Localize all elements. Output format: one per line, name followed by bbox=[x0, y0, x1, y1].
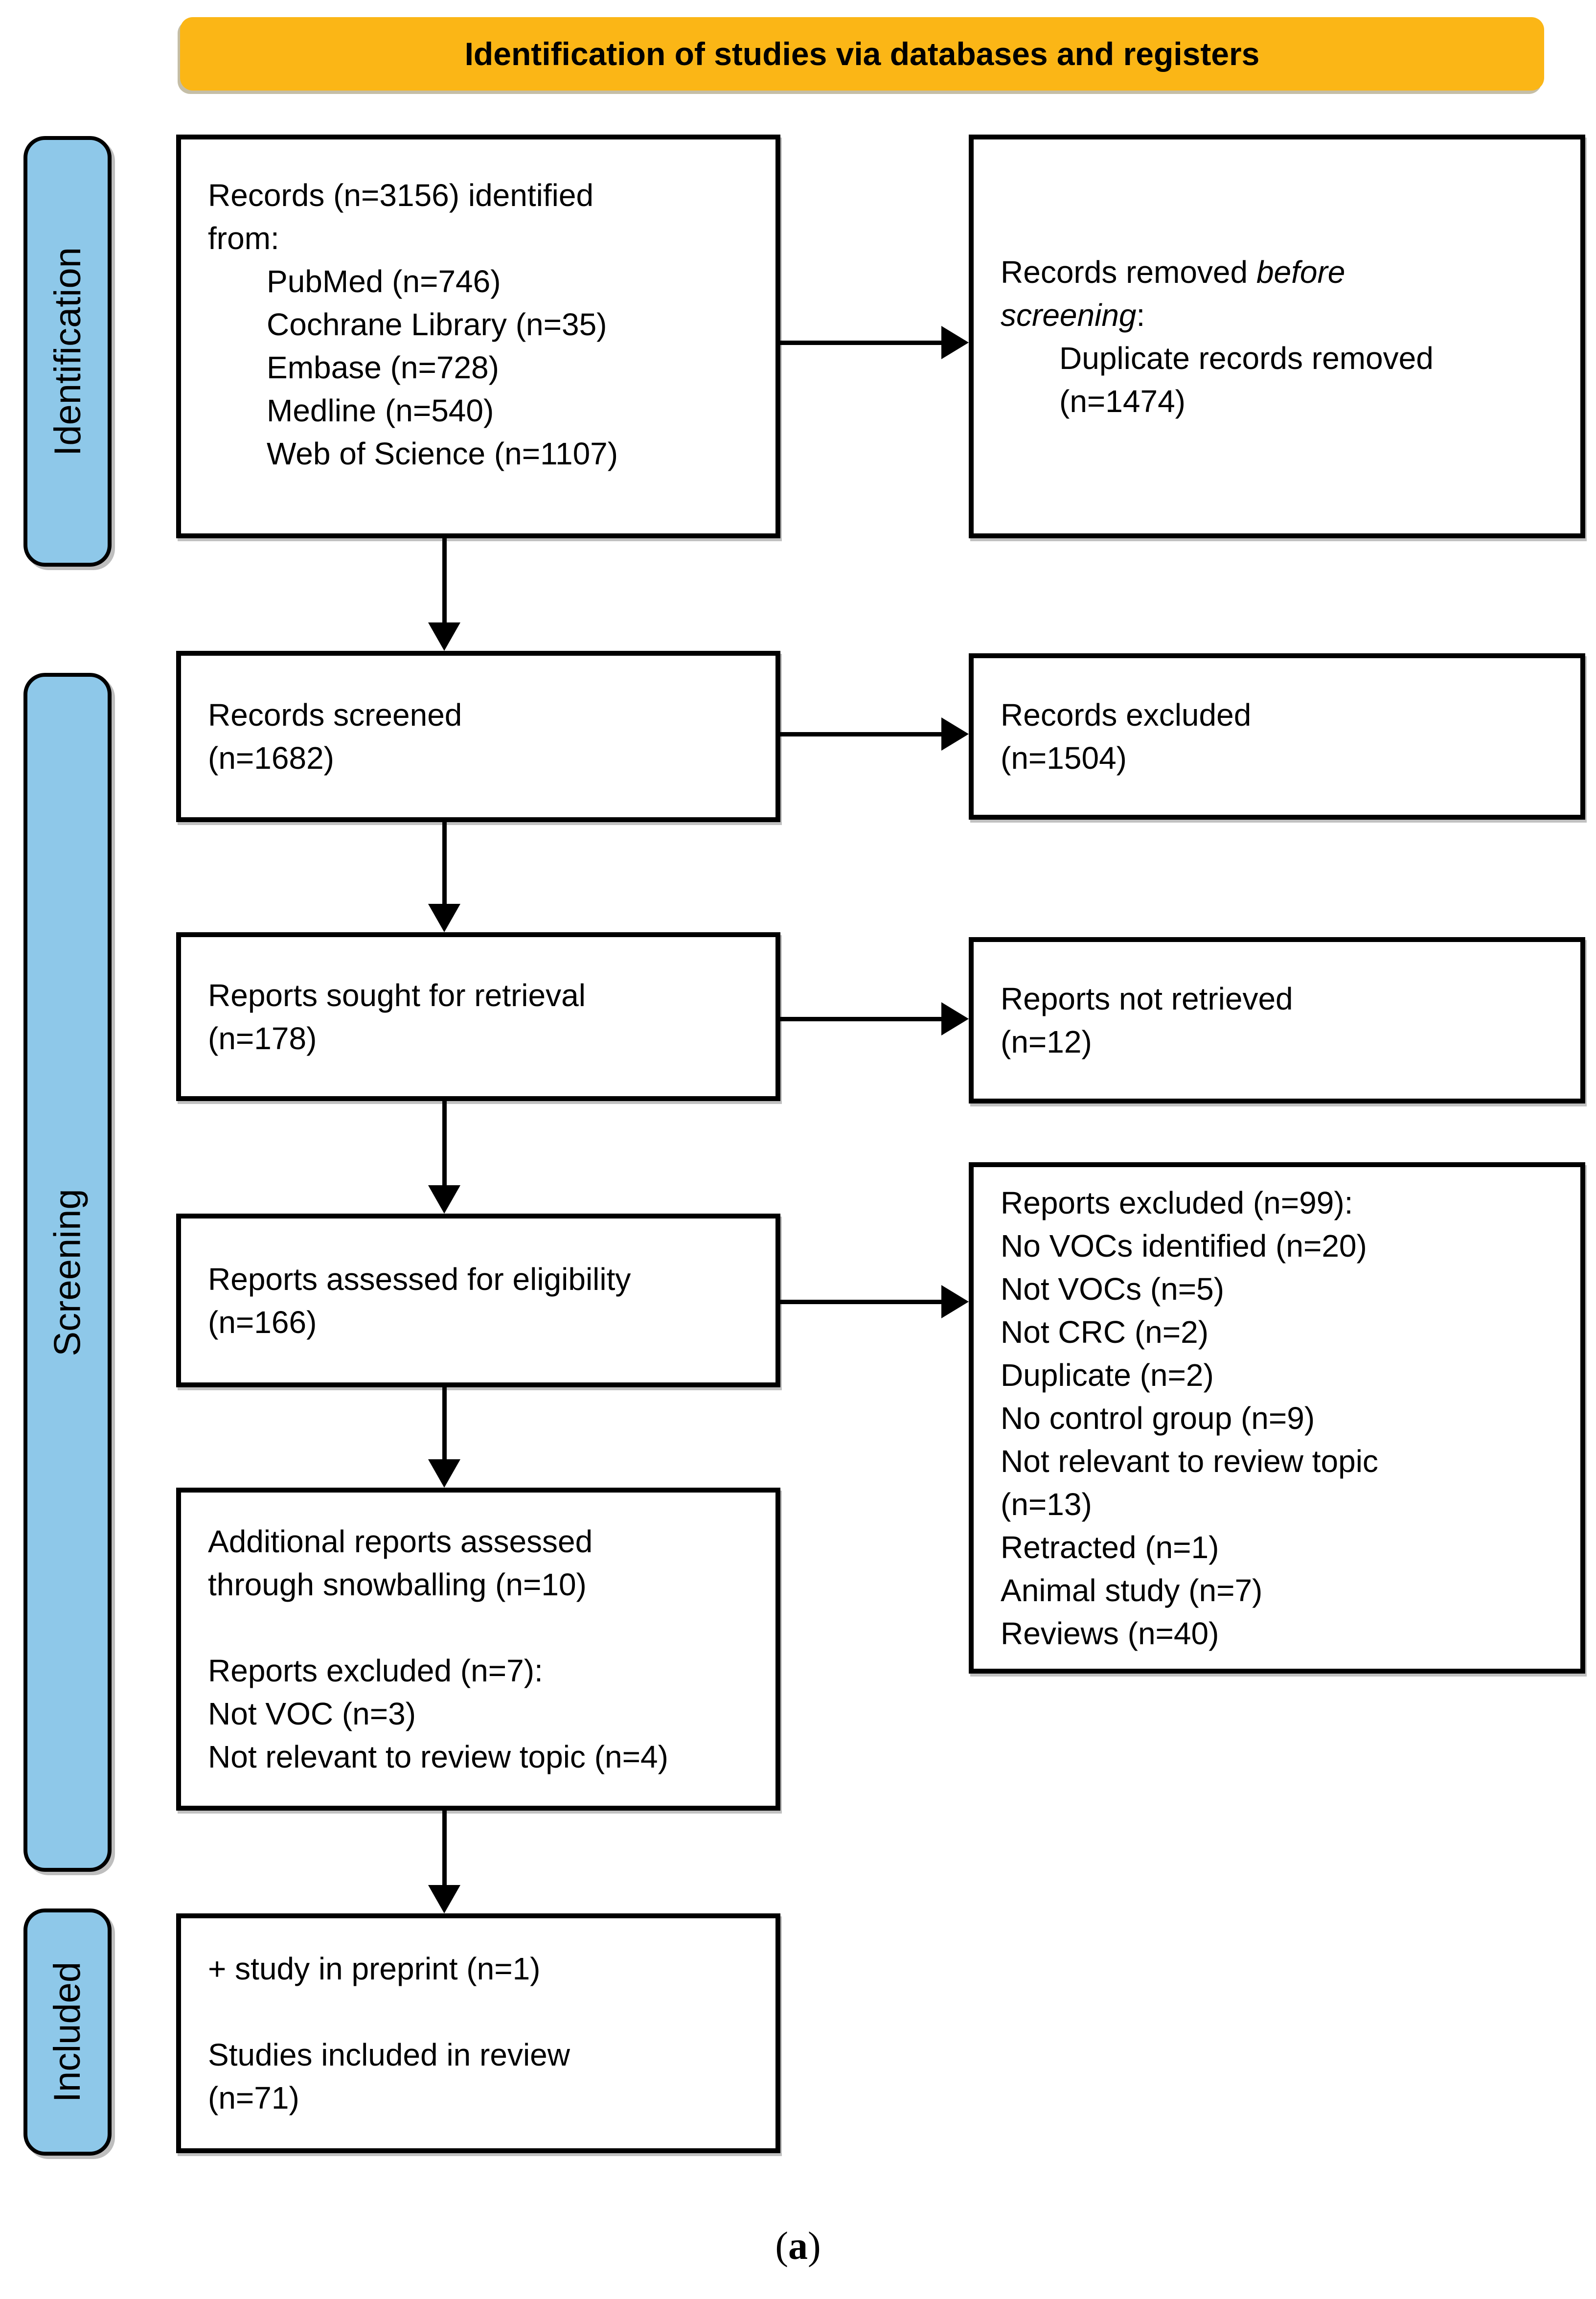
arrow-right-screened-to-excluded-head bbox=[941, 717, 969, 751]
text-line: Not CRC (n=2) bbox=[1001, 1314, 1208, 1350]
text-line: PubMed (n=746) bbox=[267, 264, 501, 299]
arrow-down-identified-to-screened-stem bbox=[442, 538, 447, 622]
text-line: (n=71) bbox=[208, 2080, 299, 2115]
text-line: Reports excluded (n=99): bbox=[1001, 1185, 1353, 1220]
text-line: Not relevant to review topic bbox=[1001, 1443, 1378, 1479]
text-line: from: bbox=[208, 221, 279, 256]
arrow-right-assessed-to-excluded-stem bbox=[780, 1300, 941, 1304]
records-removed-details: Duplicate records removed (n=1474) bbox=[1001, 337, 1553, 423]
phase-label-identification-text: Identification bbox=[46, 247, 89, 456]
phase-label-included-text: Included bbox=[46, 1961, 89, 2103]
text-line: Not relevant to review topic (n=4) bbox=[208, 1739, 668, 1774]
text-line: Medline (n=540) bbox=[267, 393, 494, 428]
text-line: Reports sought for retrieval bbox=[208, 977, 586, 1013]
arrow-right-sought-to-not-retrieved-stem bbox=[780, 1017, 941, 1021]
box-records-excluded: Records excluded (n=1504) bbox=[969, 653, 1585, 820]
text-line: Reports excluded (n=7): bbox=[208, 1653, 543, 1688]
text-line: Not VOC (n=3) bbox=[208, 1696, 416, 1731]
arrow-right-screened-to-excluded-stem bbox=[780, 732, 941, 736]
text-line: Duplicate (n=2) bbox=[1001, 1357, 1214, 1393]
text-line: Not VOCs (n=5) bbox=[1001, 1271, 1225, 1307]
phase-label-identification: Identification bbox=[23, 136, 112, 567]
text-line: (n=13) bbox=[1001, 1486, 1092, 1522]
text-line bbox=[208, 1606, 749, 1649]
text-line: Cochrane Library (n=35) bbox=[267, 307, 607, 342]
box-snowballing-assessed: Additional reports assessed through snowb… bbox=[176, 1488, 780, 1811]
text-line: (n=12) bbox=[1001, 1024, 1092, 1059]
phase-label-included: Included bbox=[23, 1908, 112, 2156]
text-line: (n=1474) bbox=[1059, 383, 1186, 419]
arrow-down-identified-to-screened-head bbox=[428, 622, 460, 651]
text-line: Records excluded bbox=[1001, 697, 1252, 733]
box-records-screened: Records screened (n=1682) bbox=[176, 651, 780, 822]
text-line: Web of Science (n=1107) bbox=[267, 436, 618, 471]
arrow-right-sought-to-not-retrieved-head bbox=[941, 1002, 969, 1035]
snowballing-text: Additional reports assessed through snowb… bbox=[208, 1520, 749, 1778]
included-studies-text: + study in preprint (n=1) Studies include… bbox=[208, 1947, 749, 2119]
arrow-right-identified-to-removed-head bbox=[941, 326, 969, 359]
text-line: Duplicate records removed bbox=[1059, 340, 1434, 376]
arrow-right-assessed-to-excluded-head bbox=[941, 1285, 969, 1318]
reports-sought-text: Reports sought for retrieval (n=178) bbox=[208, 974, 749, 1060]
box-studies-included-in-review: + study in preprint (n=1) Studies include… bbox=[176, 1913, 780, 2153]
banner-title: Identification of studies via databases … bbox=[464, 36, 1260, 72]
text-line: (n=1504) bbox=[1001, 740, 1127, 776]
box-reports-excluded-reasons: Reports excluded (n=99): No VOCs identifi… bbox=[969, 1162, 1585, 1674]
box-records-removed-before-screening: Records removed before screening: Duplic… bbox=[969, 135, 1585, 538]
text-line: Additional reports assessed bbox=[208, 1524, 593, 1559]
text-line: Studies included in review bbox=[208, 2037, 570, 2072]
banner-identification-of-studies: Identification of studies via databases … bbox=[180, 17, 1544, 91]
arrow-down-snowballing-to-included-stem bbox=[442, 1811, 447, 1885]
text-line: + study in preprint (n=1) bbox=[208, 1951, 541, 1986]
box-reports-assessed-for-eligibility: Reports assessed for eligibility (n=166) bbox=[176, 1214, 780, 1387]
text-line: Reports assessed for eligibility bbox=[208, 1261, 631, 1297]
records-identified-sources: PubMed (n=746) Cochrane Library (n=35) Emb… bbox=[208, 260, 749, 475]
box-reports-sought-for-retrieval: Reports sought for retrieval (n=178) bbox=[176, 932, 780, 1101]
text-line: Embase (n=728) bbox=[267, 350, 499, 385]
arrow-down-screened-to-sought-stem bbox=[442, 822, 447, 904]
text-line: No control group (n=9) bbox=[1001, 1400, 1315, 1436]
figure-caption: (a) bbox=[775, 2225, 821, 2268]
records-identified-intro: Records (n=3156) identified from: bbox=[208, 174, 749, 260]
arrow-down-sought-to-assessed-head bbox=[428, 1185, 460, 1214]
records-excluded-text: Records excluded (n=1504) bbox=[1001, 693, 1553, 780]
arrow-down-assessed-to-snowballing-stem bbox=[442, 1387, 447, 1459]
arrow-down-snowballing-to-included-head bbox=[428, 1885, 460, 1913]
records-removed-line-1: Records removed before bbox=[1001, 254, 1345, 290]
text-line bbox=[208, 1990, 749, 2033]
arrow-down-sought-to-assessed-stem bbox=[442, 1101, 447, 1185]
text-line: Animal study (n=7) bbox=[1001, 1572, 1263, 1608]
caption-letter: a bbox=[788, 2225, 808, 2268]
records-removed-line-2: screening: bbox=[1001, 297, 1145, 333]
text-line: through snowballing (n=10) bbox=[208, 1567, 587, 1602]
records-screened-text: Records screened (n=1682) bbox=[208, 693, 749, 780]
records-removed-italic-before: before bbox=[1256, 254, 1345, 290]
text-line: Reports not retrieved bbox=[1001, 981, 1293, 1016]
phase-label-screening-text: Screening bbox=[46, 1188, 89, 1356]
arrow-down-screened-to-sought-head bbox=[428, 904, 460, 932]
text-line: Records (n=3156) identified bbox=[208, 178, 594, 213]
text-line: No VOCs identified (n=20) bbox=[1001, 1228, 1367, 1264]
text-line: (n=166) bbox=[208, 1304, 317, 1340]
text-line: Retracted (n=1) bbox=[1001, 1529, 1219, 1565]
phase-label-screening: Screening bbox=[23, 673, 112, 1872]
reports-assessed-text: Reports assessed for eligibility (n=166) bbox=[208, 1258, 749, 1344]
records-removed-italic-screening: screening bbox=[1001, 297, 1137, 333]
arrow-down-assessed-to-snowballing-head bbox=[428, 1459, 460, 1488]
reports-not-retrieved-text: Reports not retrieved (n=12) bbox=[1001, 977, 1553, 1063]
text-line: Records screened bbox=[208, 697, 462, 733]
text-line: Reviews (n=40) bbox=[1001, 1615, 1219, 1651]
reports-excluded-reasons-text: Reports excluded (n=99): No VOCs identifi… bbox=[1001, 1181, 1553, 1655]
box-reports-not-retrieved: Reports not retrieved (n=12) bbox=[969, 937, 1585, 1104]
text-line: (n=1682) bbox=[208, 740, 334, 776]
arrow-right-identified-to-removed-stem bbox=[780, 341, 941, 345]
text-line: (n=178) bbox=[208, 1020, 317, 1056]
box-records-identified: Records (n=3156) identified from: PubMed … bbox=[176, 135, 780, 538]
